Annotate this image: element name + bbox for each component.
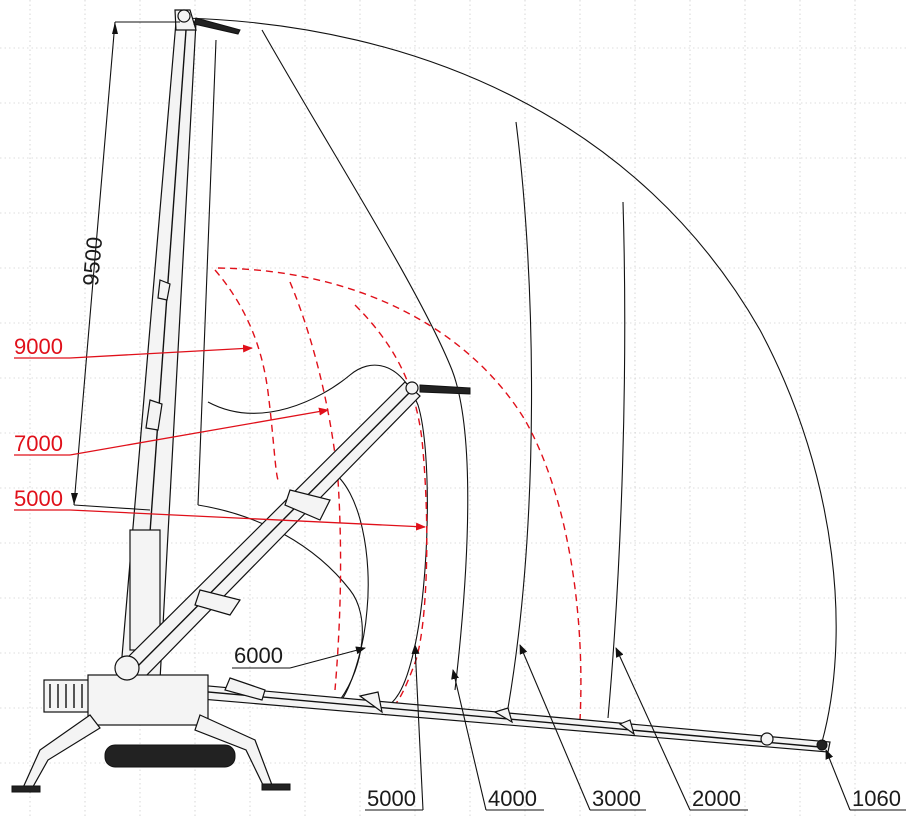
red-label-5000: 5000: [14, 486, 63, 511]
red-height-curve-1: [214, 269, 279, 481]
load-curve-inner-large: [207, 364, 428, 713]
radius-label-3000: 3000: [592, 786, 641, 811]
red-label-group-7000: 7000: [14, 407, 329, 456]
load-label-6000: 6000: [234, 643, 283, 668]
radius-label-group-5000: 5000: [365, 644, 424, 811]
radius-label-group-3000: 3000: [519, 644, 646, 811]
dimension-9500: [71, 21, 180, 511]
red-label-7000: 7000: [14, 431, 63, 456]
red-height-curve-3: [354, 304, 428, 716]
radius-label-group-4000: 4000: [451, 669, 544, 811]
inner-arc-small: [329, 469, 369, 703]
radius-label-group-2000: 2000: [615, 647, 748, 811]
boom-vertical: [119, 9, 241, 681]
red-label-group-5000: 5000: [14, 486, 426, 531]
red-label-9000: 9000: [14, 334, 63, 359]
radius-label-5000: 5000: [367, 786, 416, 811]
left-limit-line: [197, 39, 217, 506]
radius-label-group-1060: 1060: [825, 749, 906, 811]
load-curve-5000: [261, 29, 469, 691]
boom-diagonal: [119, 381, 471, 683]
red-label-group-9000: 9000: [14, 334, 253, 359]
load-curve-4000: [507, 121, 533, 709]
crane-base: [11, 655, 291, 793]
dimension-height-label: 9500: [78, 236, 107, 287]
load-label-group-6000: 6000: [232, 643, 366, 669]
outer-envelope-curve: [184, 17, 837, 743]
radius-label-4000: 4000: [488, 786, 537, 811]
radius-label-1060: 1060: [852, 786, 901, 811]
radius-label-2000: 2000: [692, 786, 741, 811]
load-curve-3000: [607, 201, 626, 719]
